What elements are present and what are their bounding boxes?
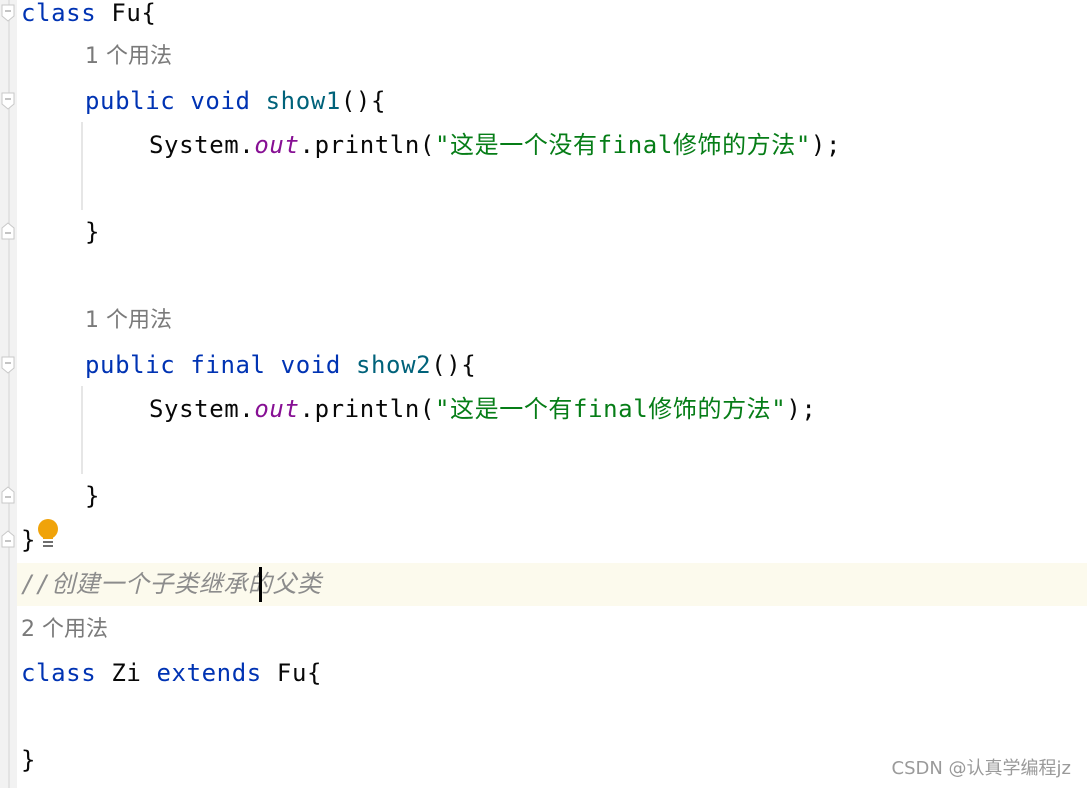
lightbulb-icon[interactable] — [37, 519, 59, 551]
gutter-fold-line — [8, 0, 10, 788]
code-line[interactable]: public final void show2(){ — [85, 351, 477, 379]
code-line[interactable]: class Zi extends Fu{ — [21, 659, 323, 687]
code-line[interactable]: } — [85, 482, 101, 510]
fold-minus-icon[interactable] — [0, 92, 16, 110]
code-line[interactable]: } — [21, 746, 37, 774]
code-line[interactable]: class Fu{ — [21, 0, 157, 27]
code-comment[interactable]: //创建一个子类继承的父类 — [21, 570, 322, 598]
usages-hint[interactable]: 1 个用法 — [85, 44, 172, 69]
fold-end-icon[interactable] — [0, 530, 16, 548]
fold-end-icon[interactable] — [0, 222, 16, 240]
usages-hint[interactable]: 1 个用法 — [85, 308, 172, 333]
fold-minus-icon[interactable] — [0, 4, 16, 22]
text-caret — [259, 567, 262, 602]
current-line-highlight — [17, 563, 1087, 606]
indent-guide — [81, 122, 83, 210]
indent-guide — [81, 386, 83, 474]
code-line[interactable]: System.out.println("这是一个没有final修饰的方法"); — [149, 131, 842, 159]
usages-hint[interactable]: 2 个用法 — [21, 617, 108, 642]
code-line[interactable]: } — [21, 526, 37, 554]
watermark: CSDN @认真学编程jz — [891, 758, 1072, 779]
code-line[interactable]: System.out.println("这是一个有final修饰的方法"); — [149, 395, 817, 423]
code-line[interactable]: } — [85, 218, 101, 246]
code-line[interactable]: public void show1(){ — [85, 87, 387, 115]
fold-minus-icon[interactable] — [0, 356, 16, 374]
fold-end-icon[interactable] — [0, 486, 16, 504]
